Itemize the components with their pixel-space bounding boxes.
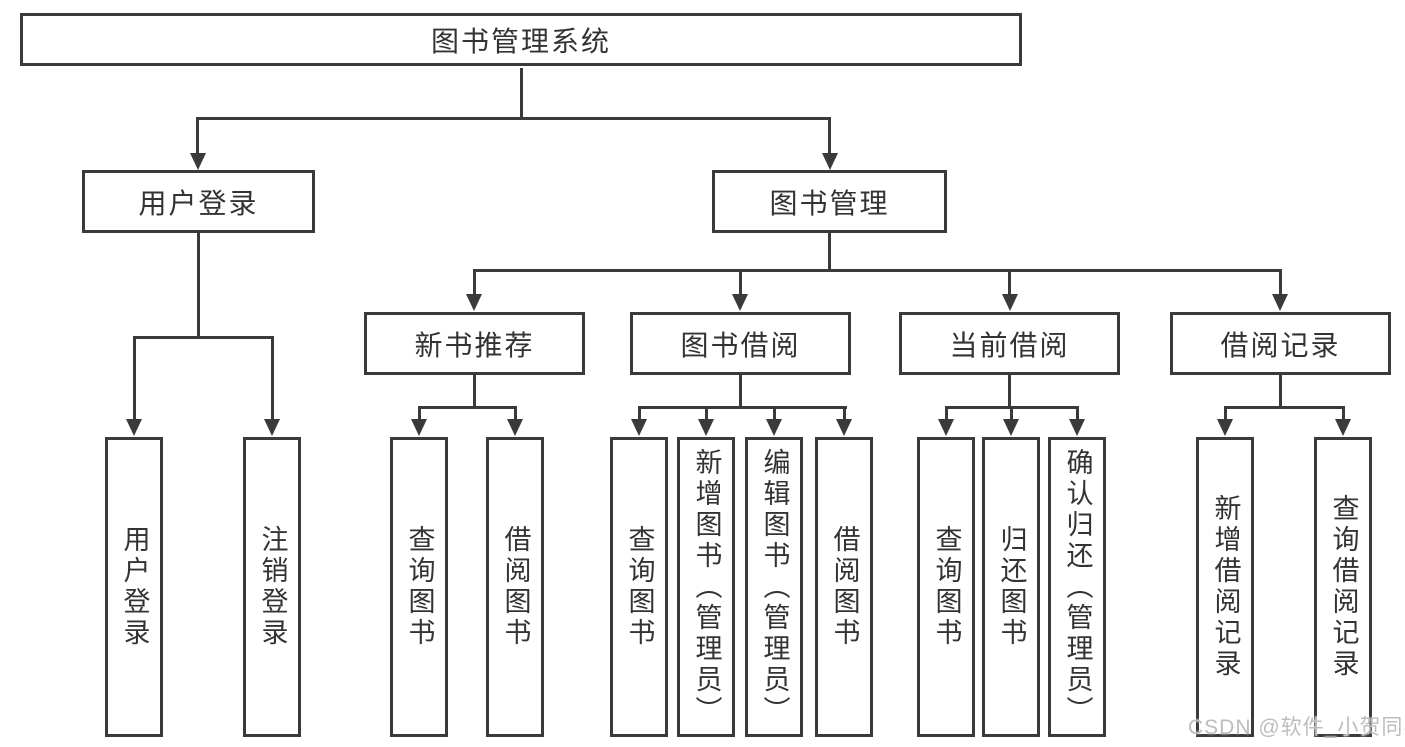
connector-line bbox=[843, 407, 846, 420]
connector-line bbox=[418, 406, 517, 409]
leaf-current-confirm-return-admin: 确认归还（管理员） bbox=[1048, 437, 1106, 737]
node-system-title: 图书管理系统 bbox=[20, 13, 1022, 66]
connector-line bbox=[1224, 407, 1227, 420]
leaf-newbooks-borrow: 借阅图书 bbox=[486, 437, 544, 737]
connector-line bbox=[473, 269, 1282, 272]
leaf-records-search: 查询借阅记录 bbox=[1314, 437, 1372, 737]
arrow-down-icon bbox=[411, 419, 427, 436]
arrow-down-icon bbox=[732, 294, 748, 311]
node-borrowing-records: 借阅记录 bbox=[1170, 312, 1391, 375]
connector-line bbox=[418, 407, 421, 420]
leaf-borrowing-add-admin: 新增图书（管理员） bbox=[677, 437, 735, 737]
connector-line bbox=[514, 407, 517, 420]
connector-line bbox=[1342, 407, 1345, 420]
arrow-down-icon bbox=[698, 419, 714, 436]
arrow-down-icon bbox=[264, 419, 280, 436]
connector-line bbox=[1010, 407, 1013, 420]
node-user-login-branch: 用户登录 bbox=[82, 170, 315, 233]
connector-line bbox=[133, 336, 274, 339]
arrow-down-icon bbox=[1002, 294, 1018, 311]
arrow-down-icon bbox=[190, 153, 206, 170]
arrow-down-icon bbox=[822, 153, 838, 170]
arrow-down-icon bbox=[938, 419, 954, 436]
connector-line bbox=[271, 337, 274, 420]
arrow-down-icon bbox=[1335, 419, 1351, 436]
arrow-down-icon bbox=[631, 419, 647, 436]
node-current-borrowing: 当前借阅 bbox=[899, 312, 1120, 375]
arrow-down-icon bbox=[766, 419, 782, 436]
csdn-watermark: CSDN @软件_小贺同学 bbox=[1188, 716, 1405, 739]
arrow-down-icon bbox=[466, 294, 482, 311]
connector-line bbox=[1008, 270, 1011, 296]
leaf-user-login: 用户登录 bbox=[105, 437, 163, 737]
connector-line bbox=[828, 233, 831, 270]
connector-line bbox=[773, 407, 776, 420]
connector-line bbox=[1008, 375, 1011, 408]
arrow-down-icon bbox=[507, 419, 523, 436]
connector-line bbox=[1279, 375, 1282, 408]
connector-line bbox=[638, 406, 847, 409]
connector-line bbox=[197, 233, 200, 337]
leaf-borrowing-edit-admin: 编辑图书（管理员） bbox=[745, 437, 803, 737]
arrow-down-icon bbox=[126, 419, 142, 436]
connector-line bbox=[1279, 270, 1282, 296]
arrow-down-icon bbox=[1217, 419, 1233, 436]
leaf-borrowing-search: 查询图书 bbox=[610, 437, 668, 737]
leaf-current-search: 查询图书 bbox=[917, 437, 975, 737]
leaf-newbooks-search: 查询图书 bbox=[390, 437, 448, 737]
node-book-management-branch: 图书管理 bbox=[712, 170, 947, 233]
arrow-down-icon bbox=[1069, 419, 1085, 436]
node-book-borrowing: 图书借阅 bbox=[630, 312, 851, 375]
node-new-book-recommend: 新书推荐 bbox=[364, 312, 585, 375]
connector-line bbox=[828, 118, 831, 154]
connector-line bbox=[196, 118, 199, 154]
connector-line bbox=[739, 375, 742, 408]
connector-line bbox=[739, 270, 742, 296]
connector-line bbox=[705, 407, 708, 420]
leaf-logout: 注销登录 bbox=[243, 437, 301, 737]
connector-line bbox=[638, 407, 641, 420]
arrow-down-icon bbox=[1003, 419, 1019, 436]
connector-line bbox=[473, 375, 476, 408]
connector-line bbox=[1076, 407, 1079, 420]
leaf-current-return: 归还图书 bbox=[982, 437, 1040, 737]
arrow-down-icon bbox=[836, 419, 852, 436]
connector-line bbox=[520, 68, 523, 118]
connector-line bbox=[473, 270, 476, 296]
arrow-down-icon bbox=[1272, 294, 1288, 311]
connector-line bbox=[133, 337, 136, 420]
leaf-borrowing-borrow: 借阅图书 bbox=[815, 437, 873, 737]
connector-line bbox=[945, 407, 948, 420]
connector-line bbox=[196, 117, 831, 120]
connector-line bbox=[1224, 406, 1345, 409]
leaf-records-add: 新增借阅记录 bbox=[1196, 437, 1254, 737]
